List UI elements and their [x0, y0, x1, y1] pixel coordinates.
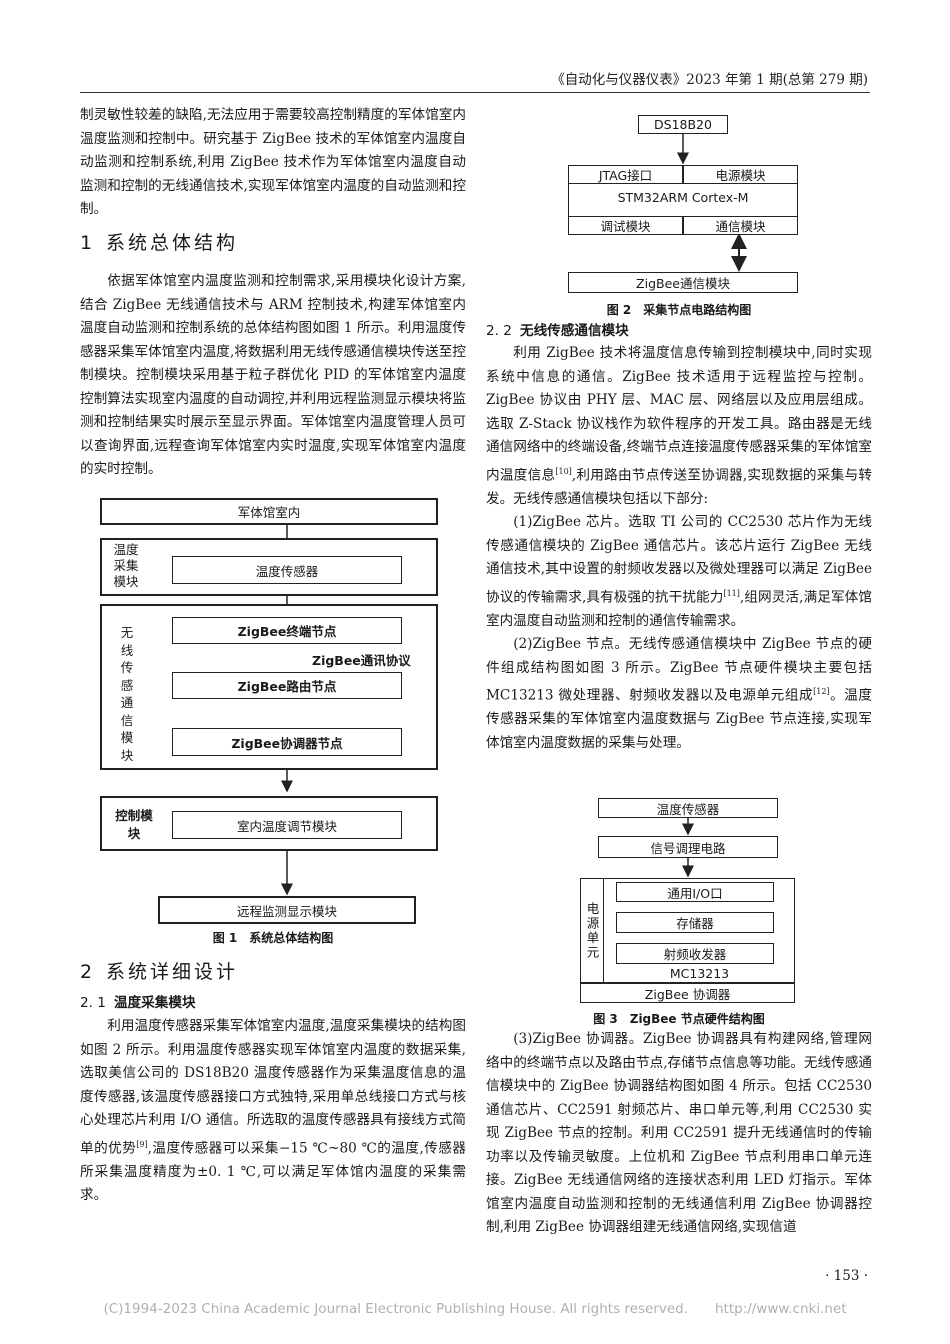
fig1-coord-box: ZigBee协调器节点 [172, 728, 402, 756]
figure-1-caption: 图 1 系统总体结构图 [212, 931, 334, 945]
figure-3: 温度传感器 信号调理电路 电源单元 通用I/O口 存储器 射频收发器 MC132… [486, 796, 872, 1028]
citation: [11] [723, 588, 740, 598]
fig3-sensor-box: 温度传感器 [598, 798, 778, 818]
fig2-comm-box: 通信模块 [683, 216, 798, 235]
section-1-title: 系统总体结构 [106, 232, 239, 254]
section-2-2-heading: 2. 2 无线传感通信模块 [486, 320, 872, 344]
intro-paragraph: 制灵敏性较差的缺陷,无法应用于需要较高控制精度的军体馆室内温度监测和控制中。研究… [80, 107, 466, 217]
fig2-zigbee-box: ZigBee通信模块 [568, 272, 798, 293]
fig2-power-box: 电源模块 [683, 165, 798, 184]
section-2-1-paragraph: 利用温度传感器采集军体馆室内温度,温度采集模块的结构图如图 2 所示。利用温度传… [80, 1018, 467, 1204]
fig1-sensor-box: 温度传感器 [172, 556, 402, 584]
header-rule [80, 92, 870, 93]
copyright-watermark: (C)1994-2023 China Academic Journal Elec… [103, 1301, 847, 1317]
section-2-heading: 2 系统详细设计 [80, 961, 466, 985]
section-1-body: 依据军体馆室内温度监测和控制需求,采用模块化设计方案,结合 ZigBee 无线通… [80, 270, 466, 482]
section-2-title: 系统详细设计 [106, 961, 239, 983]
fig3-conditioning-box: 信号调理电路 [598, 836, 778, 858]
page-number: · 153 · [825, 1268, 868, 1284]
fig3-rf-box: 射频收发器 [616, 943, 774, 964]
section-2-1-number: 2. 1 [80, 995, 106, 1011]
section-2-1-body: 利用温度传感器采集军体馆室内温度,温度采集模块的结构图如图 2 所示。利用温度传… [80, 1015, 466, 1208]
journal-header: 《自动化与仪器仪表》2023 年第 1 期(总第 279 期) [551, 72, 868, 88]
fig1-top-box: 军体馆室内 [100, 498, 438, 525]
section-1-number: 1 [80, 232, 96, 254]
fig1-control-group-label: 控制模块 [115, 808, 153, 841]
figure-2: DS18B20 JTAG接口 电源模块 STM32ARM Cortex-M 调试… [486, 108, 872, 322]
item-3-body: (3)ZigBee 协调器。ZigBee 协调器具有构建网络,管理网络中的终端节… [486, 1028, 872, 1240]
fig2-debug-box: 调试模块 [568, 216, 683, 235]
section-1-heading: 1 系统总体结构 [80, 232, 466, 256]
citation: [10] [555, 466, 572, 476]
fig3-memory-box: 存储器 [616, 912, 774, 933]
item-3-paragraph: (3)ZigBee 协调器。ZigBee 协调器具有构建网络,管理网络中的终端节… [486, 1031, 872, 1235]
left-column: 制灵敏性较差的缺陷,无法应用于需要较高控制精度的军体馆室内温度监测和控制中。研究… [80, 104, 466, 222]
figure-3-arrows [682, 816, 694, 878]
figure-2-caption: 图 2 采集节点电路结构图 [606, 303, 752, 317]
section-2-number: 2 [80, 961, 96, 983]
citation: [12] [813, 687, 830, 697]
fig3-io-box: 通用I/O口 [616, 882, 774, 902]
fig3-coordinator-box: ZigBee 协调器 [580, 983, 795, 1003]
fig1-regulate-box: 室内温度调节模块 [172, 811, 402, 839]
section-1-paragraph: 依据军体馆室内温度监测和控制需求,采用模块化设计方案,结合 ZigBee 无线通… [80, 273, 466, 477]
fig1-remote-box: 远程监测显示模块 [158, 896, 416, 924]
fig1-router-box: ZigBee路由节点 [172, 672, 402, 699]
fig3-power-unit-label: 电源单元 [584, 901, 600, 960]
section-2-2-paragraph: 利用 ZigBee 技术将温度信息传输到控制模块中,同时实现系统中信息的通信。Z… [486, 345, 873, 507]
figure-1: 军体馆室内 温度采集模块 温度传感器 无线传感通信模块 ZigBee终端节点 Z… [80, 494, 466, 954]
fig2-cpu-label: STM32ARM Cortex-M [617, 190, 749, 205]
item-1-paragraph: (1)ZigBee 芯片。选取 TI 公司的 CC2530 芯片作为无线传感通信… [486, 514, 872, 629]
fig1-end-node-box: ZigBee终端节点 [172, 617, 402, 644]
fig3-power-unit-box: 电源单元 [580, 878, 604, 983]
section-2-2-body: 利用 ZigBee 技术将温度信息传输到控制模块中,同时实现系统中信息的通信。Z… [486, 342, 872, 755]
fig3-mcu-label: MC13213 [669, 966, 730, 981]
citation: [9] [136, 1139, 148, 1149]
fig1-protocol-label: ZigBee通讯协议 [312, 653, 411, 668]
fig2-jtag-box: JTAG接口 [568, 165, 683, 184]
fig1-wireless-group-label: 无线传感通信模块 [120, 625, 134, 763]
figure-3-caption: 图 3 ZigBee 节点硬件结构图 [593, 1012, 765, 1026]
section-2-1-heading: 2. 1 温度采集模块 [80, 992, 466, 1016]
section-2-2-title: 无线传感通信模块 [520, 323, 629, 339]
figure-2-arrows [677, 133, 747, 272]
item-2-paragraph: (2)ZigBee 节点。无线传感通信模块中 ZigBee 节点的硬件组成结构图… [486, 636, 872, 751]
fig1-temp-group-label: 温度采集模块 [113, 542, 139, 589]
section-2-1-title: 温度采集模块 [114, 995, 196, 1011]
fig2-ds18b20-box: DS18B20 [638, 115, 728, 134]
section-2-2-number: 2. 2 [486, 323, 512, 339]
